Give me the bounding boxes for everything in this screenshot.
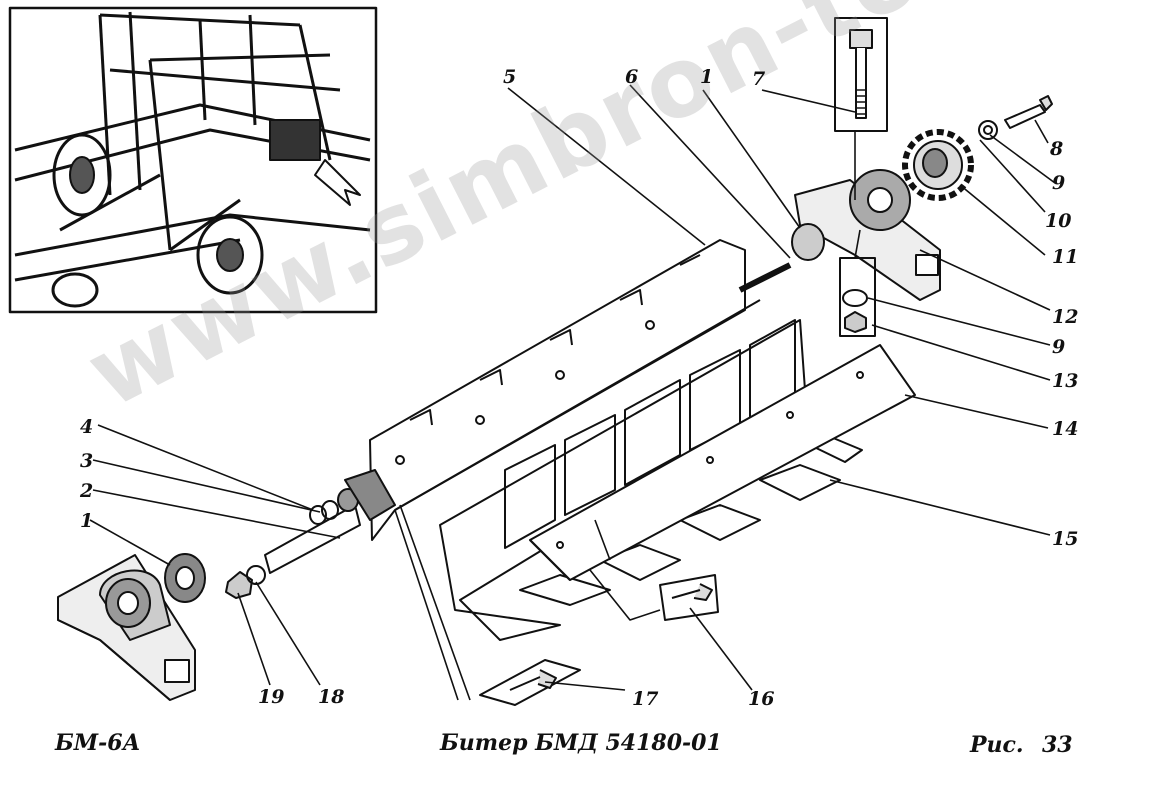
- callout-1-left: 1: [80, 510, 94, 532]
- model-label: БМ-6А: [55, 730, 141, 756]
- callout-18: 18: [318, 686, 345, 708]
- figure-number: 33: [1042, 732, 1073, 758]
- callout-8: 8: [1050, 138, 1064, 160]
- left-bearing-housing: [57, 553, 206, 701]
- beater-plate: [344, 239, 792, 541]
- callout-16: 16: [748, 688, 775, 710]
- callout-3: 3: [80, 450, 94, 472]
- callout-9-top: 9: [1052, 172, 1066, 194]
- callout-1-right: 1: [700, 66, 714, 88]
- callout-7: 7: [752, 68, 766, 90]
- callout-19: 19: [258, 686, 285, 708]
- right-bearing-housing: [791, 169, 941, 301]
- bolts: [479, 17, 1053, 706]
- callout-17: 17: [632, 688, 659, 710]
- lower-blades: [439, 319, 863, 641]
- callout-15: 15: [1052, 528, 1079, 550]
- callout-12: 12: [1052, 306, 1079, 328]
- callout-9-bottom: 9: [1052, 336, 1066, 358]
- callout-6: 6: [625, 66, 639, 88]
- callout-10: 10: [1045, 210, 1072, 232]
- angle-bar: [529, 344, 916, 581]
- callout-13: 13: [1052, 370, 1079, 392]
- sprocket: [902, 120, 998, 201]
- figure-title: Битер БМД 54180-01: [440, 730, 722, 756]
- inset-machine-view: [8, 6, 378, 314]
- leader-lines: [89, 84, 1056, 701]
- callout-4: 4: [80, 416, 94, 438]
- callout-5: 5: [503, 66, 517, 88]
- figure-prefix: Рис.: [970, 732, 1024, 758]
- callout-2: 2: [80, 480, 94, 502]
- callout-11: 11: [1052, 246, 1079, 268]
- callout-14: 14: [1052, 418, 1079, 440]
